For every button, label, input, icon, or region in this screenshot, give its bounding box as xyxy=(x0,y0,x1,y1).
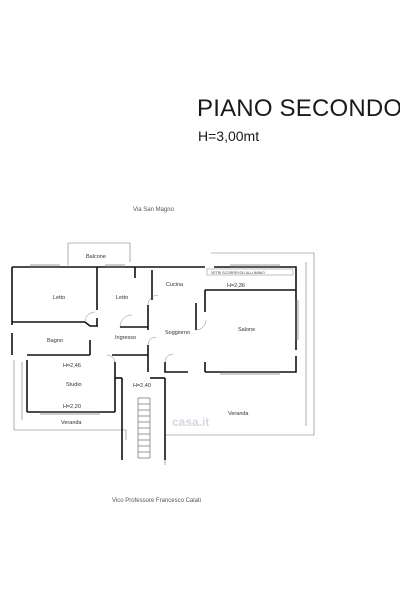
stairs xyxy=(137,397,151,459)
height-salone: H=2,36 xyxy=(227,283,245,289)
room-letto-1: Letto xyxy=(53,295,65,301)
room-ingresso: Ingresso xyxy=(115,335,136,341)
windows xyxy=(30,264,299,415)
height-studio-top: H=2,46 xyxy=(63,363,81,369)
room-veranda-right: Veranda xyxy=(228,411,249,417)
terrace-outline xyxy=(13,242,315,465)
room-soggiorno: Soggiorno xyxy=(165,330,190,336)
room-veranda-left: Veranda xyxy=(61,420,82,426)
room-salone: Salone xyxy=(238,327,255,333)
street-label-bottom: Vico Professore Francesco Calati xyxy=(112,498,201,504)
cucina-note: VETRI SCORREVOLI ALLUMINIO xyxy=(211,271,265,275)
floor-height: H=3,00mt xyxy=(198,128,260,144)
room-balcone: Balcone xyxy=(86,254,106,260)
doors xyxy=(84,294,207,363)
height-corridor: H=2,40 xyxy=(133,383,151,389)
cucina-note-strip xyxy=(206,268,294,276)
watermark-logo: casa.it xyxy=(172,415,209,429)
room-cucina: Cucina xyxy=(166,282,184,288)
room-bagno: Bagno xyxy=(47,338,63,344)
room-studio: Studio xyxy=(66,382,82,388)
street-label-top: Via San Magno xyxy=(133,207,174,213)
page-title: PIANO SECONDO xyxy=(197,95,400,122)
height-studio-bottom: H=2,20 xyxy=(63,404,81,410)
room-letto-2: Letto xyxy=(116,295,128,301)
